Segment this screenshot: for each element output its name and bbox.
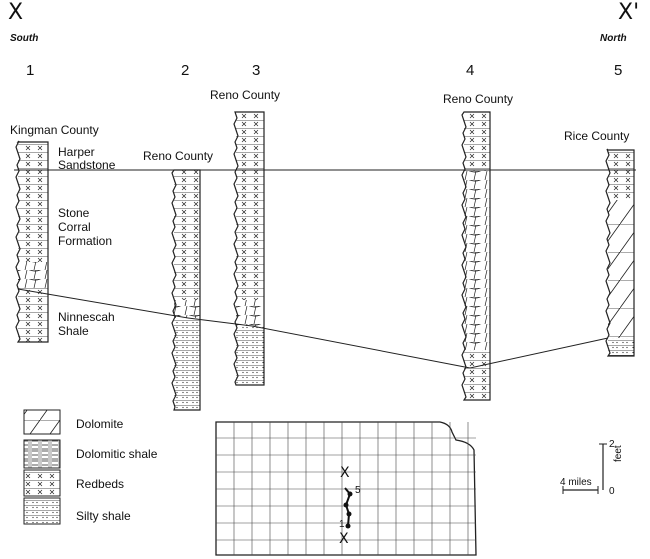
well-dot (343, 502, 349, 508)
county-label-well-2: Reno County (143, 149, 214, 163)
column-segment (464, 350, 490, 400)
column-segment (236, 326, 264, 385)
legend-label-silty-shale: Silty shale (76, 509, 131, 523)
correlation-lines (14, 169, 636, 369)
column-outline (233, 111, 265, 386)
column-segment (236, 170, 264, 300)
legend-swatch-dolomite (23, 409, 61, 435)
section-start-letter: X (8, 0, 24, 25)
kansas-index-map (215, 421, 477, 556)
vertical-scale-top: 2 (609, 439, 615, 450)
map-marker-north: X (340, 465, 350, 481)
column-outline (605, 148, 635, 357)
county-label-well-5: Rice County (564, 129, 630, 143)
county-label-well-3: Reno County (210, 88, 281, 102)
county-grid (216, 422, 476, 555)
county-label-well-4: Reno County (443, 92, 514, 106)
column-segment (608, 338, 634, 356)
column-segment (464, 112, 490, 170)
legend-label-dolomite: Dolomite (76, 417, 124, 431)
unit-label-stone-corral-3: Formation (58, 234, 113, 248)
column-segment (174, 318, 200, 410)
column-outline (171, 169, 201, 411)
column-segment (174, 170, 200, 300)
horizontal-scale-label: 4 miles (560, 477, 592, 488)
column-segment (174, 300, 200, 318)
legend-swatch-silty-shale (23, 497, 61, 525)
map-well-label-1: 1 (339, 519, 345, 530)
column-outline (15, 140, 49, 343)
section-start-direction: South (10, 33, 39, 44)
stone-corral-base-line-4 (469, 337, 609, 369)
legend-swatches (23, 409, 61, 525)
legend-swatch-dolomitic-shale (23, 439, 61, 469)
unit-label-ninnescah-1: Ninnescah (58, 310, 115, 324)
well-dot (345, 523, 351, 529)
stone-corral-base-line-1 (17, 288, 189, 319)
stone-corral-base-line-2 (187, 317, 253, 327)
column-segment (18, 170, 48, 262)
column-segment (18, 262, 48, 288)
well-number-1: 1 (26, 62, 35, 79)
scale-bars (562, 443, 607, 494)
unit-label-harper-2: Sandstone (58, 158, 116, 172)
vertical-scale-bottom: 0 (609, 486, 615, 497)
map-well-label-5: 5 (355, 485, 361, 496)
legend-label-dolomitic-shale: Dolomitic shale (76, 447, 158, 461)
well-number-5: 5 (614, 62, 623, 79)
column-segment (18, 142, 48, 170)
column-segment (236, 300, 264, 326)
unit-label-stone-corral-1: Stone (58, 206, 90, 220)
unit-label-harper-1: Harper (58, 145, 95, 159)
column-segment (608, 200, 634, 300)
unit-label-stone-corral-2: Corral (58, 220, 91, 234)
map-marker-south: X (339, 531, 349, 547)
column-segment (608, 300, 634, 338)
stone-corral-base-line-3 (251, 325, 471, 369)
well-dot (346, 511, 352, 517)
well-number-2: 2 (181, 62, 190, 79)
column-segment (236, 112, 264, 170)
section-end-letter: X' (618, 0, 640, 25)
well-number-4: 4 (466, 62, 475, 79)
well-number-3: 3 (252, 62, 261, 79)
legend-label-redbeds: Redbeds (76, 477, 125, 491)
section-end-direction: North (600, 33, 627, 44)
column-segment (18, 288, 48, 342)
column-segment (608, 150, 634, 200)
vertical-scale-unit: feet (613, 445, 624, 462)
legend-swatch-redbeds (23, 469, 61, 497)
unit-label-ninnescah-2: Shale (58, 324, 89, 338)
stratigraphic-columns (15, 111, 635, 411)
column-outline (461, 111, 491, 401)
column-segment (464, 170, 490, 350)
county-label-well-1: Kingman County (10, 123, 99, 137)
well-dot (347, 491, 353, 497)
